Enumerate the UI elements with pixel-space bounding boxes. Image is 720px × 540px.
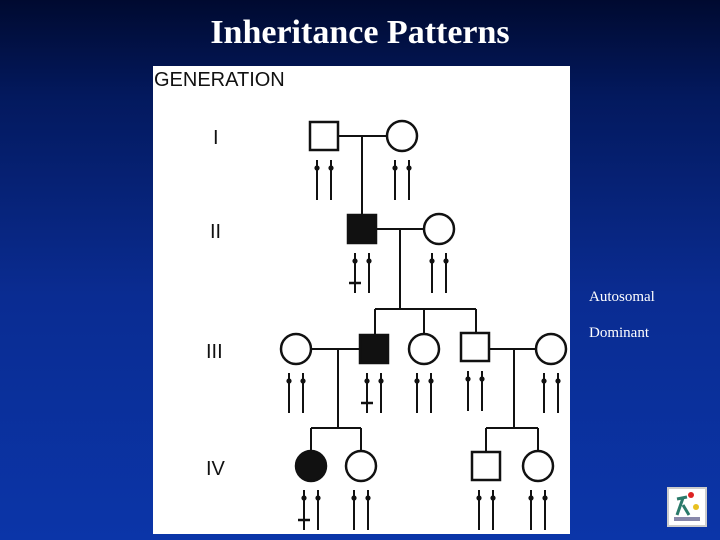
- centromere-dot: [286, 378, 292, 384]
- centromere-dot: [315, 495, 321, 501]
- unaffected-female-symbol: [534, 332, 568, 366]
- centromere-dot: [428, 378, 434, 384]
- centromere-dot: [443, 258, 449, 264]
- generation-label-2: II: [210, 221, 221, 243]
- centromere-dot: [392, 165, 398, 171]
- centromere-dot: [490, 495, 496, 501]
- generation-label-4: IV: [206, 458, 226, 480]
- inheritance-type-line2: Dominant: [589, 325, 649, 341]
- centromere-dot: [352, 258, 358, 264]
- generation-label-3: III: [206, 341, 223, 363]
- affected-male-symbol: [346, 213, 378, 245]
- unaffected-male-symbol: [308, 120, 340, 152]
- pedigree-lines: [310, 135, 539, 452]
- centromere-dot: [479, 376, 485, 382]
- unaffected-male-symbol: [459, 331, 491, 363]
- slide-title: Inheritance Patterns: [210, 14, 510, 51]
- centromere-dot: [429, 258, 435, 264]
- centromere-dot: [366, 258, 372, 264]
- affected-female-symbol: [294, 449, 328, 483]
- inheritance-type-line1: Autosomal: [589, 289, 655, 305]
- centromere-dot: [465, 376, 471, 382]
- centromere-dot: [351, 495, 357, 501]
- centromere-dot: [378, 378, 384, 384]
- centromere-dot: [414, 378, 420, 384]
- centromere-dot: [364, 378, 370, 384]
- unaffected-female-symbol: [521, 449, 555, 483]
- centromere-dot: [300, 378, 306, 384]
- unaffected-female-symbol: [279, 332, 313, 366]
- unaffected-female-symbol: [407, 332, 441, 366]
- centromere-dot: [476, 495, 482, 501]
- unaffected-male-symbol: [470, 450, 502, 482]
- centromere-dot: [301, 495, 307, 501]
- centromere-dot: [555, 378, 561, 384]
- centromere-dot: [528, 495, 534, 501]
- generation-label-1: I: [213, 127, 219, 149]
- centromere-dot: [542, 495, 548, 501]
- unaffected-female-symbol: [422, 212, 456, 246]
- centromere-dot: [406, 165, 412, 171]
- centromere-dot: [541, 378, 547, 384]
- centromere-dot: [328, 165, 334, 171]
- affected-male-symbol: [358, 333, 390, 365]
- centromere-dot: [365, 495, 371, 501]
- centromere-dot: [314, 165, 320, 171]
- generation-header: GENERATION: [154, 69, 285, 91]
- unaffected-female-symbol: [385, 119, 419, 153]
- unaffected-female-symbol: [344, 449, 378, 483]
- logo-icon: [667, 487, 707, 527]
